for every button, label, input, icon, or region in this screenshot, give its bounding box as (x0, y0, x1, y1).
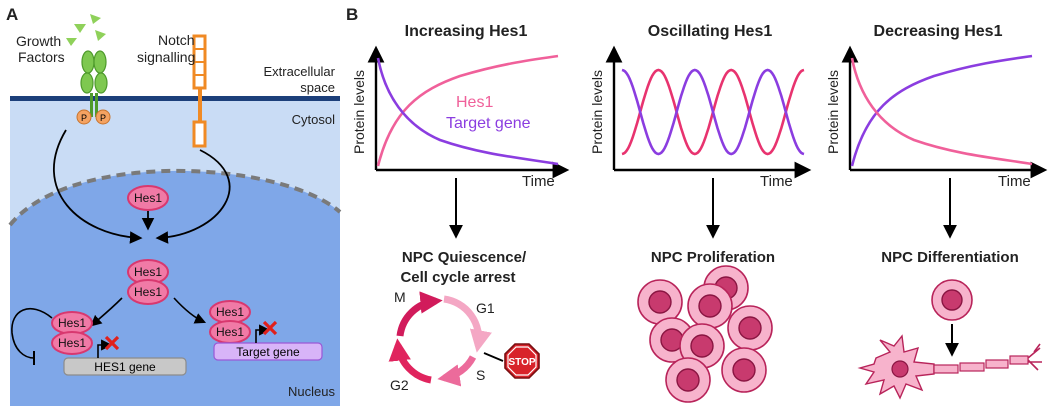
svg-text:Hes1: Hes1 (134, 191, 162, 205)
proliferating-cell-cluster (637, 265, 773, 403)
notch-receptor (192, 34, 207, 148)
cell-cycle-diagram: M G1 S G2 STOP (388, 289, 540, 393)
graph-decreasing-title: Decreasing Hes1 (874, 23, 1003, 40)
legend-target-gene: Target gene (446, 115, 531, 132)
legend-hes1: Hes1 (456, 94, 493, 111)
npc-nucleus (732, 358, 756, 382)
graph-increasing-hes1-curve (376, 54, 559, 167)
phospho-group-left: P (76, 109, 92, 125)
target-gene: Target gene (213, 320, 323, 361)
svg-text:Hes1: Hes1 (134, 285, 162, 299)
panel-b-label: B (346, 5, 358, 24)
extracellular-label-line2: space (300, 80, 335, 95)
extracellular-label: Extracellular (263, 64, 335, 79)
npc-nucleus (690, 334, 714, 358)
checkpoint-line (483, 352, 504, 362)
graph-increasing-xlabel: Time (522, 173, 555, 190)
stop-sign: STOP (504, 343, 540, 379)
graph-decreasing-hes1-curve (850, 57, 1033, 166)
growth-factor-receptor (80, 50, 108, 117)
graph-oscillating-title: Oscillating Hes1 (648, 23, 773, 40)
npc-nucleus (648, 290, 672, 314)
growth-factors-label: Growth (16, 33, 61, 49)
hes1-dimer: Hes1 Hes1 (127, 259, 169, 305)
npc-nucleus (698, 294, 722, 318)
svg-text:P: P (81, 113, 87, 123)
graph-increasing-ylabel: Protein levels (351, 70, 367, 154)
cell-cycle-m-arc (396, 291, 443, 337)
outcome-quiescence: NPC Quiescence/ (402, 249, 527, 266)
cell-cycle-g2-arc (388, 338, 432, 384)
hes1-dimer-on-target-gene: Hes1 Hes1 (209, 300, 251, 344)
graph-decreasing-xlabel: Time (998, 173, 1031, 190)
hes1-gene: HES1 gene (63, 335, 187, 376)
graph-increasing-title: Increasing Hes1 (405, 23, 528, 40)
graph-oscillating-xlabel: Time (760, 173, 793, 190)
npc-nucleus (738, 316, 762, 340)
autorepression-arrow (90, 297, 123, 327)
panel-b: B Increasing Hes1 Protein levels Hes1 Ta… (346, 5, 1048, 403)
cytosol-label: Cytosol (292, 112, 335, 127)
graph-decreasing-ylabel: Protein levels (825, 70, 841, 154)
outcome-quiescence-line2: Cell cycle arrest (400, 269, 515, 286)
panel-a-label: A (6, 5, 18, 24)
svg-text:HES1 gene: HES1 gene (94, 360, 156, 374)
svg-text:Hes1: Hes1 (216, 325, 244, 339)
npc-nucleus (676, 368, 700, 392)
svg-text:Hes1: Hes1 (58, 336, 86, 350)
notch-label: Notch (158, 32, 195, 48)
outcome-differentiation: NPC Differentiation (881, 249, 1019, 266)
svg-text:Hes1: Hes1 (134, 265, 162, 279)
growth-factors-label-line2: Factors (18, 49, 65, 65)
plasma-membrane (10, 96, 340, 101)
cell-cycle-g1-arc (443, 295, 492, 353)
notch-signal-arrow (155, 149, 231, 244)
phospho-group-right: P (95, 109, 111, 125)
graph-oscillating-ylabel: Protein levels (589, 70, 605, 154)
hes1-monomer: Hes1 (127, 185, 169, 211)
growth-signal-arrow (53, 129, 143, 244)
autorepression-loop (11, 307, 53, 359)
graph-oscillating-hes1: Oscillating Hes1 Protein levels Time NPC… (589, 23, 812, 266)
svg-text:Target gene: Target gene (236, 345, 300, 359)
phase-g2: G2 (390, 377, 409, 393)
phase-m: M (394, 289, 406, 305)
svg-text:Hes1: Hes1 (58, 316, 86, 330)
neuron (857, 334, 1042, 400)
single-npc-cell (931, 279, 973, 321)
graph-oscillating-target-curve (621, 68, 805, 156)
svg-text:Hes1: Hes1 (216, 305, 244, 319)
graph-increasing-target-curve (376, 57, 559, 166)
graph-decreasing-target-curve (850, 54, 1033, 167)
target-repression-arrow (173, 297, 207, 324)
notch-label-line2: signalling (137, 49, 195, 65)
phase-g1: G1 (476, 300, 495, 316)
outcome-proliferation: NPC Proliferation (651, 249, 775, 266)
panel-a: A P P Growth F (6, 5, 342, 406)
phase-s: S (476, 367, 485, 383)
graph-increasing-hes1: Increasing Hes1 Protein levels Hes1 Targ… (351, 23, 570, 286)
svg-text:STOP: STOP (508, 357, 535, 368)
hes1-dimer-on-hes1-gene: Hes1 Hes1 (51, 311, 93, 355)
cell-cycle-s-arc (437, 355, 477, 387)
nucleus-label: Nucleus (288, 384, 335, 399)
graph-decreasing-hes1: Decreasing Hes1 Protein levels Time NPC … (825, 23, 1048, 266)
growth-factor-ligands (66, 14, 106, 46)
svg-text:P: P (100, 113, 106, 123)
